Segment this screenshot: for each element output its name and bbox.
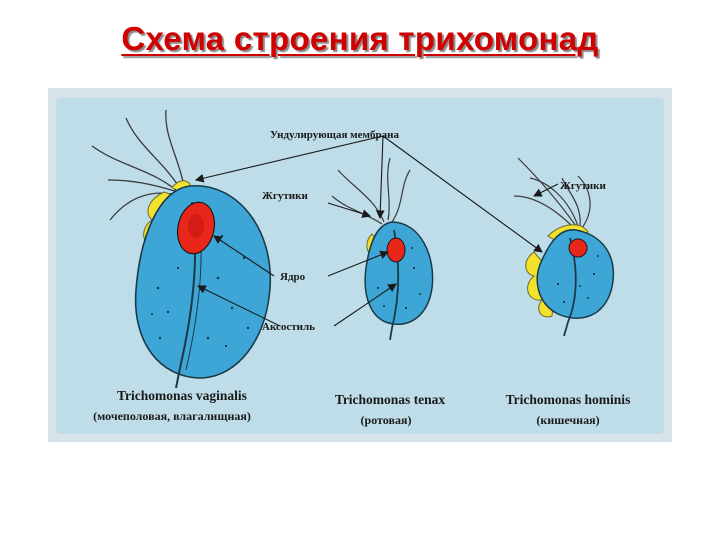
label-axostyle: Аксостиль	[262, 321, 315, 333]
trichomonas-diagram: Ундулирующая мембрана Жгутики Жгутики Яд…	[48, 88, 672, 442]
organism-vaginalis	[91, 109, 271, 389]
species-type-hominis: (кишечная)	[536, 413, 599, 427]
species-name-vaginalis: Trichomonas vaginalis	[117, 388, 247, 403]
slide-title: Схема строения трихомонад	[121, 20, 599, 57]
organism-hominis	[513, 157, 615, 337]
label-flagella-1: Жгутики	[262, 190, 308, 202]
label-flagella-2: Жгутики	[560, 180, 606, 192]
species-name-hominis: Trichomonas hominis	[506, 392, 631, 407]
pointer-lines	[194, 135, 559, 327]
species-type-tenax: (ротовая)	[361, 413, 412, 427]
diagram-canvas: Ундулирующая мембрана Жгутики Жгутики Яд…	[56, 98, 664, 434]
label-nucleus: Ядро	[280, 271, 306, 283]
organism-tenax	[331, 157, 434, 341]
label-undulating-membrane: Ундулирующая мембрана	[270, 129, 399, 141]
species-type-vaginalis: (мочеполовая, влагалищная)	[93, 409, 251, 423]
species-name-tenax: Trichomonas tenax	[335, 392, 446, 407]
